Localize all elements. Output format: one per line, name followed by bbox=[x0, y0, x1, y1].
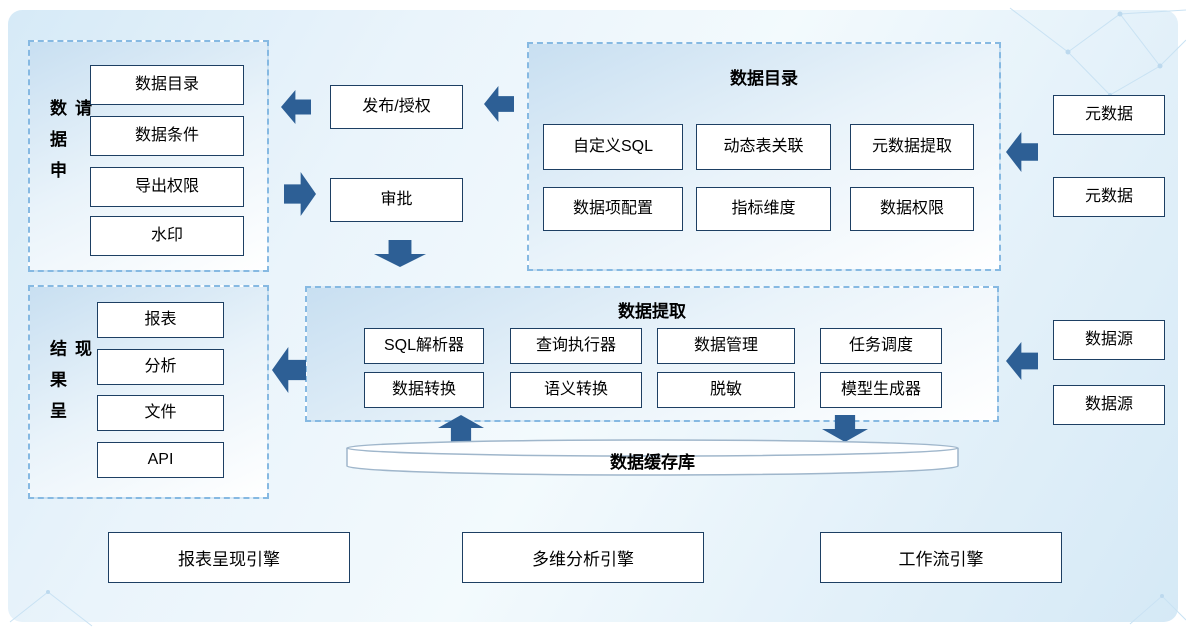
cylinder-shape-icon bbox=[346, 439, 959, 476]
node-analysis: 分析 bbox=[97, 349, 224, 385]
node-task-scheduler: 任务调度 bbox=[820, 328, 942, 364]
node-file: 文件 bbox=[97, 395, 224, 431]
group-data-extraction: 数据提取 SQL解析器 查询执行器 数据管理 任务调度 数据转换 语义转换 脱敏… bbox=[305, 286, 999, 422]
node-indicator-dimension: 指标维度 bbox=[696, 187, 831, 231]
group-title-data-extraction: 数据提取 bbox=[618, 302, 686, 321]
node-metadata-extract: 元数据提取 bbox=[850, 124, 974, 170]
node-approval: 审批 bbox=[330, 178, 463, 222]
node-data-item-config: 数据项配置 bbox=[543, 187, 683, 231]
engine-multidimensional-analysis: 多维分析引擎 bbox=[462, 532, 704, 583]
node-sql-parser: SQL解析器 bbox=[364, 328, 484, 364]
engine-report-presentation: 报表呈现引擎 bbox=[108, 532, 350, 583]
node-publish-authorize: 发布/授权 bbox=[330, 85, 463, 129]
group-result-presentation: 结果呈现 报表 分析 文件 API bbox=[28, 285, 269, 499]
node-api: API bbox=[97, 442, 224, 478]
node-data-transform: 数据转换 bbox=[364, 372, 484, 408]
node-metadata-2: 元数据 bbox=[1053, 177, 1165, 217]
node-model-generator: 模型生成器 bbox=[820, 372, 942, 408]
group-data-catalog: 数据目录 自定义SQL 动态表关联 元数据提取 数据项配置 指标维度 数据权限 bbox=[527, 42, 1001, 271]
group-title-data-catalog: 数据目录 bbox=[730, 69, 798, 88]
node-desensitization: 脱敏 bbox=[657, 372, 795, 408]
node-report: 报表 bbox=[97, 302, 224, 338]
node-semantic-transform: 语义转换 bbox=[510, 372, 642, 408]
group-label-data-application: 数据申请 bbox=[47, 99, 91, 192]
node-data-source-1: 数据源 bbox=[1053, 320, 1165, 360]
cache-database-label: 数据缓存库 bbox=[610, 452, 695, 472]
node-dynamic-table-join: 动态表关联 bbox=[696, 124, 831, 170]
node-query-executor: 查询执行器 bbox=[510, 328, 642, 364]
node-data-permission: 数据权限 bbox=[850, 187, 974, 231]
node-metadata-1: 元数据 bbox=[1053, 95, 1165, 135]
node-data-source-2: 数据源 bbox=[1053, 385, 1165, 425]
node-export-permission: 导出权限 bbox=[90, 167, 244, 207]
engine-workflow: 工作流引擎 bbox=[820, 532, 1062, 583]
node-watermark: 水印 bbox=[90, 216, 244, 256]
node-data-management: 数据管理 bbox=[657, 328, 795, 364]
group-data-application: 数据申请 数据目录 数据条件 导出权限 水印 bbox=[28, 40, 269, 272]
node-data-condition: 数据条件 bbox=[90, 116, 244, 156]
node-data-catalog: 数据目录 bbox=[90, 65, 244, 105]
cache-database-cylinder: 数据缓存库 bbox=[345, 438, 960, 478]
node-custom-sql: 自定义SQL bbox=[543, 124, 683, 170]
group-label-result-presentation: 结果呈现 bbox=[47, 339, 91, 433]
